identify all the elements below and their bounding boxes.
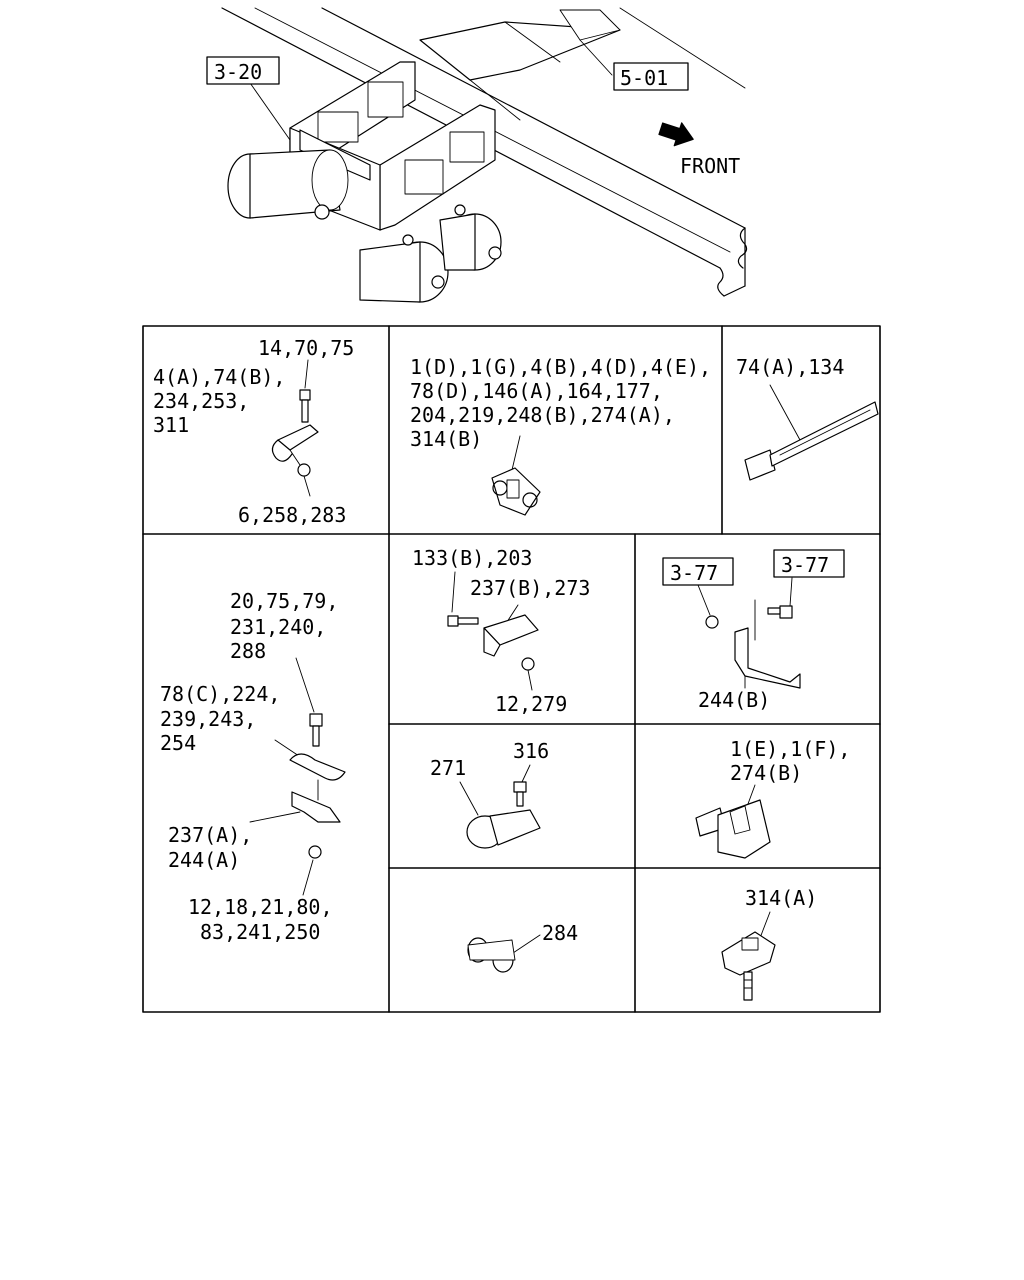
bolt-clip-part: [271, 359, 319, 497]
cell-a-top-right: 14,70,75: [258, 336, 354, 360]
cross-member: [419, 9, 621, 121]
leader-3-20: [247, 79, 291, 141]
cable-tie-part: [744, 384, 879, 481]
cell-d-bottom-2: 83,241,250: [200, 920, 320, 944]
ref-3-77-left-box: 3-77: [662, 557, 734, 586]
top-assembly: 3-20 5-01 FRONT: [206, 7, 748, 303]
cell-a-left-2: 234,253,: [153, 389, 249, 413]
cell-b-line-1: 1(D),1(G),4(B),4(D),4(E),: [410, 355, 711, 379]
cell-f: 3-77 3-77 244(B): [662, 549, 845, 712]
stacked-clamp-part: [249, 657, 346, 896]
cell-j-label: 314(A): [745, 886, 817, 910]
ref-3-77-left-label: 3-77: [670, 561, 718, 585]
cell-a-bottom: 6,258,283: [238, 503, 346, 527]
cell-h-line-1: 1(E),1(F),: [730, 737, 850, 761]
ref-5-01-box: 5-01: [613, 62, 689, 91]
ref-3-20-box: 3-20: [206, 56, 280, 85]
cell-e-top: 133(B),203: [412, 546, 532, 570]
parts-grid: [142, 325, 881, 1013]
front-label: FRONT: [680, 154, 740, 178]
cell-d-middle-3: 254: [160, 731, 196, 755]
cell-g-left: 271: [430, 756, 466, 780]
cell-g-right: 316: [513, 739, 549, 763]
cell-e: 133(B),203 237(B),273 12,279: [412, 546, 590, 716]
cell-h-line-2: 274(B): [730, 761, 802, 785]
cell-d-lower-1: 237(A),: [168, 823, 252, 847]
cell-g: 271 316: [430, 739, 549, 849]
front-arrow-icon: [658, 122, 694, 147]
cell-b: 1(D),1(G),4(B),4(D),4(E), 78(D),146(A),1…: [410, 355, 711, 516]
cell-d-lower-2: 244(A): [168, 848, 240, 872]
cell-h: 1(E),1(F), 274(B): [695, 737, 850, 859]
leader-5-01: [579, 39, 613, 76]
cell-i: 284: [467, 921, 578, 973]
cell-b-line-3: 204,219,248(B),274(A),: [410, 403, 675, 427]
cell-a: 14,70,75 4(A),74(B), 234,253, 311 6,258,…: [153, 336, 354, 527]
ref-3-20-label: 3-20: [214, 60, 262, 84]
connector-clip-part: [695, 784, 771, 859]
cell-b-line-2: 78(D),146(A),164,177,: [410, 379, 663, 403]
l-bracket-part: [697, 577, 801, 689]
cell-d-middle-1: 78(C),224,: [160, 682, 280, 706]
cell-a-left-3: 311: [153, 413, 189, 437]
cell-d-middle-2: 239,243,: [160, 707, 256, 731]
ref-3-77-right-label: 3-77: [781, 553, 829, 577]
ref-3-77-right-box: 3-77: [773, 549, 845, 578]
angle-bracket-part: [447, 571, 539, 691]
cell-d: 20,75,79, 231,240, 288 78(C),224, 239,24…: [160, 589, 346, 944]
cell-b-line-4: 314(B): [410, 427, 482, 451]
ref-5-01-label: 5-01: [620, 66, 668, 90]
cell-d-upper-3: 288: [230, 639, 266, 663]
cell-d-upper-1: 20,75,79,: [230, 589, 338, 613]
cell-e-bottom: 12,279: [495, 692, 567, 716]
cell-a-left-1: 4(A),74(B),: [153, 365, 285, 389]
cell-i-label: 284: [542, 921, 578, 945]
cell-e-mid: 237(B),273: [470, 576, 590, 600]
cell-j: 314(A): [721, 886, 817, 1001]
push-clip-part: [721, 911, 776, 1001]
cell-c: 74(A),134: [736, 355, 879, 481]
p-clamp-part: [459, 764, 541, 849]
double-clip-part: [491, 435, 541, 516]
twin-clip-part: [467, 934, 541, 973]
cell-c-label: 74(A),134: [736, 355, 844, 379]
cell-d-upper-2: 231,240,: [230, 615, 326, 639]
cell-f-label: 244(B): [698, 688, 770, 712]
cell-d-bottom-1: 12,18,21,80,: [188, 895, 333, 919]
cylinders: [227, 149, 502, 303]
